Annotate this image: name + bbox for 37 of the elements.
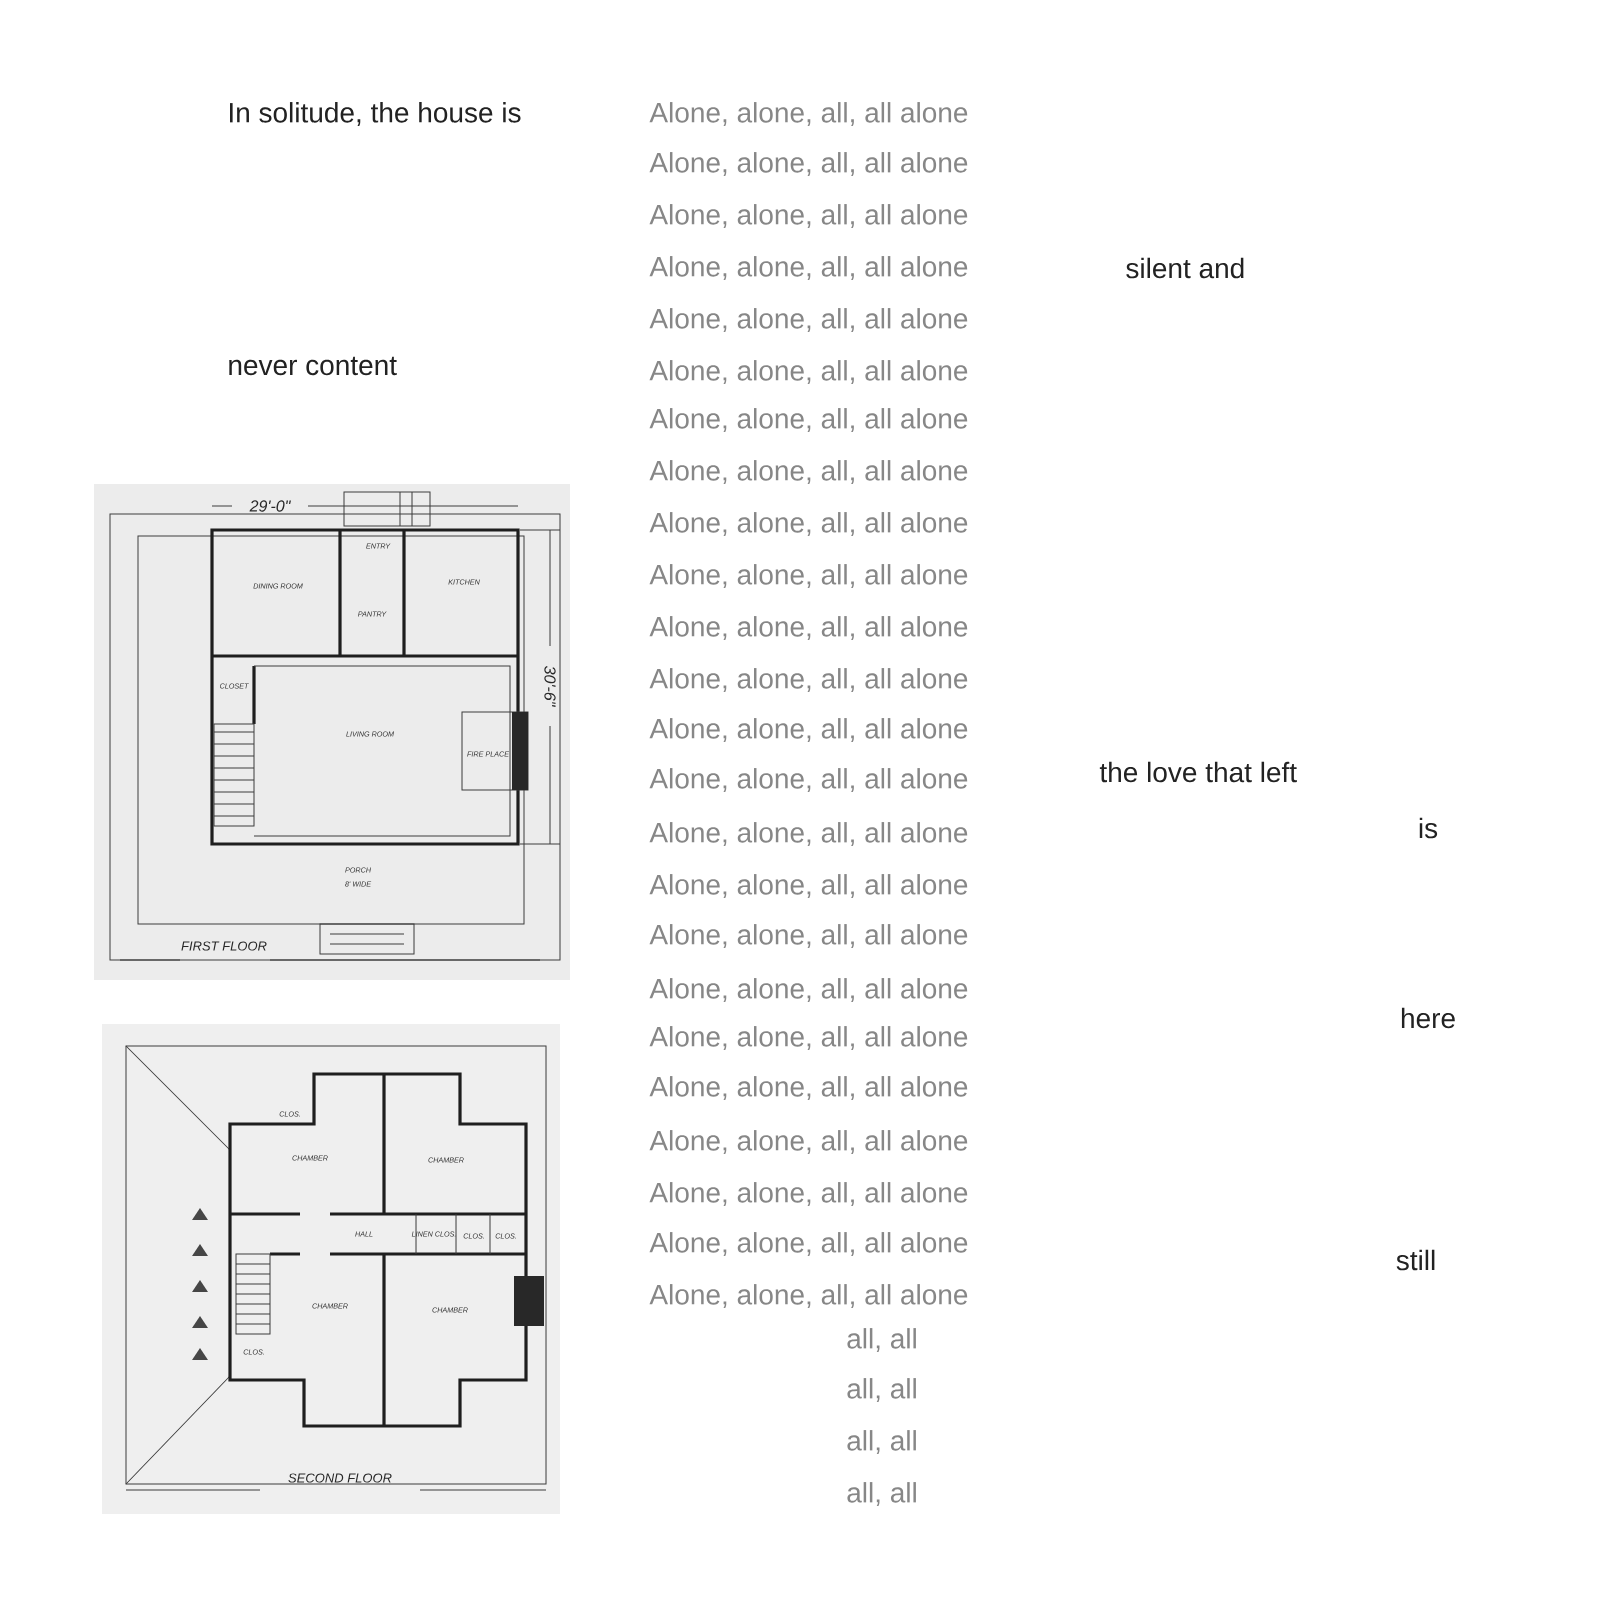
poem-line: all, all: [847, 1328, 916, 1352]
poem-line: Alone, alone, all, all alone: [649, 102, 968, 126]
poem-line: all, all: [847, 1378, 916, 1402]
poem-line: Alone, alone, all, all alone: [649, 768, 968, 792]
poem-line: Alone, alone, all, all alone: [649, 616, 968, 640]
poem-line: Alone, alone, all, all alone: [649, 360, 968, 384]
poem-line: Alone, alone, all, all alone: [649, 874, 968, 898]
poem-line: is: [1419, 817, 1438, 839]
dimension-label: 29'-0": [249, 500, 291, 512]
poem-line: Alone, alone, all, all alone: [649, 978, 968, 1002]
poem-line: Alone, alone, all, all alone: [649, 460, 968, 484]
poem-line: Alone, alone, all, all alone: [649, 1076, 968, 1100]
poem-line: never content: [229, 356, 397, 376]
poem-line: Alone, alone, all, all alone: [649, 924, 968, 948]
poem-line: Alone, alone, all, all alone: [649, 1130, 968, 1154]
poem-line: Alone, alone, all, all alone: [649, 152, 968, 176]
poem-line: Alone, alone, all, all alone: [649, 408, 968, 432]
poem-line: Alone, alone, all, all alone: [649, 668, 968, 692]
poem-line: Alone, alone, all, all alone: [649, 1284, 968, 1308]
poem-line: Alone, alone, all, all alone: [649, 718, 968, 742]
poem-line: here: [1401, 1007, 1455, 1029]
poem-line: all, all: [847, 1482, 916, 1506]
poem-line: Alone, alone, all, all alone: [649, 1232, 968, 1256]
poem-line: all, all: [847, 1430, 916, 1454]
poem-line: Alone, alone, all, all alone: [649, 308, 968, 332]
dimension-label: 30'-6": [544, 666, 556, 707]
poem-line: still: [1396, 1249, 1435, 1271]
poem-line: In solitude, the house is: [230, 102, 521, 126]
poem-line: Alone, alone, all, all alone: [649, 256, 968, 280]
poem-line: Alone, alone, all, all alone: [649, 822, 968, 846]
poem-line: Alone, alone, all, all alone: [649, 1182, 968, 1206]
poem-line: Alone, alone, all, all alone: [649, 1026, 968, 1050]
poem-line: the love that left: [1099, 761, 1297, 783]
poem-line: Alone, alone, all, all alone: [649, 204, 968, 228]
poem-line: Alone, alone, all, all alone: [649, 564, 968, 588]
poem-line: Alone, alone, all, all alone: [649, 512, 968, 536]
poem-line: silent and: [1126, 257, 1244, 279]
